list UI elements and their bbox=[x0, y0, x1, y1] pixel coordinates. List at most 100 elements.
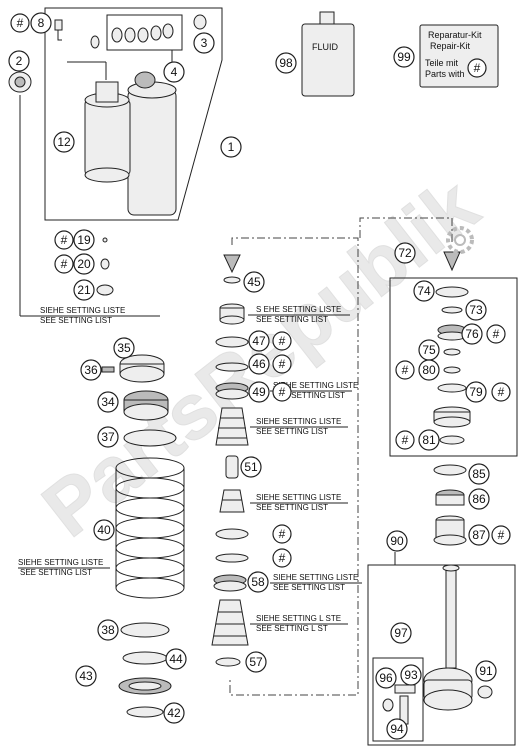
callout-57: 57 bbox=[245, 651, 267, 673]
setting-label-m1-en: SEE SETTING LIST bbox=[256, 315, 328, 324]
callout-label: 19 bbox=[77, 233, 91, 247]
bearing-part-2 bbox=[8, 71, 160, 317]
callout-label: 80 bbox=[422, 363, 436, 377]
hash-label: # bbox=[279, 357, 286, 371]
repair-kit-label-en: Repair-Kit bbox=[430, 41, 471, 51]
callout-12: 12 bbox=[53, 131, 75, 153]
setting-label-spring-en: SEE SETTING LIST bbox=[20, 568, 92, 577]
callout-43: 43 bbox=[75, 665, 97, 687]
hash-marker: # bbox=[272, 331, 292, 351]
callout-19: 19 bbox=[73, 229, 95, 251]
callout-47: 47 bbox=[248, 330, 270, 352]
callout-label: 38 bbox=[101, 623, 115, 637]
callout-45: 45 bbox=[243, 271, 265, 293]
spring-coils bbox=[115, 457, 185, 599]
callout-label: 45 bbox=[247, 275, 261, 289]
callout-label: 76 bbox=[465, 327, 479, 341]
callout-label: 49 bbox=[252, 385, 266, 399]
setting-label-m2-de: SIEHE SETTING LISTE bbox=[273, 381, 358, 390]
fluid-bottle: FLUID bbox=[301, 11, 355, 97]
gear-icon bbox=[446, 226, 474, 254]
fluid-label: FLUID bbox=[312, 42, 339, 52]
callout-8: 8 bbox=[30, 12, 52, 34]
callout-label: 4 bbox=[171, 65, 178, 79]
callout-label: 86 bbox=[472, 492, 486, 506]
hash-marker: # bbox=[467, 58, 487, 78]
small-parts-19-21 bbox=[96, 237, 114, 296]
hash-marker: # bbox=[10, 13, 30, 33]
callout-86: 86 bbox=[468, 488, 490, 510]
seal-kit-rings bbox=[111, 23, 174, 43]
seal-kit-box bbox=[106, 14, 183, 51]
repair-kit-box: Reparatur-Kit Repair-Kit Teile mit Parts… bbox=[419, 24, 499, 88]
callout-label: 47 bbox=[252, 334, 266, 348]
callout-73: 73 bbox=[465, 299, 487, 321]
callout-20: 20 bbox=[73, 253, 95, 275]
callout-label: 44 bbox=[169, 652, 183, 666]
callout-72: 72 bbox=[394, 242, 416, 264]
callout-label: 90 bbox=[390, 534, 404, 548]
callout-85: 85 bbox=[468, 463, 490, 485]
callout-3: 3 bbox=[193, 32, 215, 54]
callout-1: 1 bbox=[220, 136, 242, 158]
callout-42: 42 bbox=[163, 702, 185, 724]
arrow-down-middle bbox=[223, 254, 241, 274]
callout-label: 43 bbox=[79, 669, 93, 683]
callout-label: 74 bbox=[417, 284, 431, 298]
callout-label: 42 bbox=[167, 706, 181, 720]
callout-90: 90 bbox=[386, 530, 408, 552]
hash-label: # bbox=[493, 327, 500, 341]
hash-label: # bbox=[498, 528, 505, 542]
callout-label: 72 bbox=[398, 246, 412, 260]
valve-assembly bbox=[359, 217, 518, 546]
callout-label: 21 bbox=[77, 283, 91, 297]
callout-46: 46 bbox=[248, 353, 270, 375]
valve-box-frame bbox=[389, 277, 518, 457]
callout-75: 75 bbox=[418, 339, 440, 361]
spring-stack bbox=[101, 354, 185, 718]
shock-absorber-body bbox=[84, 14, 207, 216]
callout-label: 36 bbox=[84, 363, 98, 377]
callout-36: 36 bbox=[80, 359, 102, 381]
hash-marker: # bbox=[54, 230, 74, 250]
callout-label: 99 bbox=[397, 50, 411, 64]
callout-99: 99 bbox=[393, 46, 415, 68]
callout-79: 79 bbox=[465, 381, 487, 403]
callout-98: 98 bbox=[275, 52, 297, 74]
hash-marker: # bbox=[272, 382, 292, 402]
callout-81: 81 bbox=[418, 429, 440, 451]
setting-label-m5-en: SEE SETTING LIST bbox=[273, 583, 345, 592]
callout-label: 20 bbox=[77, 257, 91, 271]
callout-87: 87 bbox=[468, 524, 490, 546]
hash-label: # bbox=[61, 257, 68, 271]
hash-marker: # bbox=[395, 430, 415, 450]
callout-34: 34 bbox=[97, 391, 119, 413]
callout-4: 4 bbox=[163, 61, 185, 83]
callout-label: 79 bbox=[469, 385, 483, 399]
hash-label: # bbox=[474, 61, 481, 75]
callout-label: 58 bbox=[251, 575, 265, 589]
callout-38: 38 bbox=[97, 619, 119, 641]
callout-label: 96 bbox=[379, 671, 393, 685]
parts-with-label-de: Teile mit bbox=[425, 58, 459, 68]
setting-label-spring-de: SIEHE SETTING LISTE bbox=[18, 558, 103, 567]
callout-label: 73 bbox=[469, 303, 483, 317]
hash-label: # bbox=[279, 527, 286, 541]
hash-label: # bbox=[498, 385, 505, 399]
hash-tags: ############## bbox=[10, 13, 511, 568]
hash-marker: # bbox=[272, 524, 292, 544]
callout-label: 75 bbox=[422, 343, 436, 357]
hash-marker: # bbox=[272, 548, 292, 568]
shock-absorber-group bbox=[8, 7, 223, 317]
hash-label: # bbox=[17, 16, 24, 30]
callouts: 1234812192021343536373840424344454647495… bbox=[8, 12, 497, 740]
callout-74: 74 bbox=[413, 280, 435, 302]
callout-35: 35 bbox=[113, 337, 135, 359]
callout-58: 58 bbox=[247, 571, 269, 593]
callout-label: 34 bbox=[101, 395, 115, 409]
callout-96: 96 bbox=[375, 667, 397, 689]
callout-label: 93 bbox=[404, 668, 418, 682]
callout-76: 76 bbox=[461, 323, 483, 345]
hash-label: # bbox=[279, 334, 286, 348]
callout-51: 51 bbox=[240, 456, 262, 478]
